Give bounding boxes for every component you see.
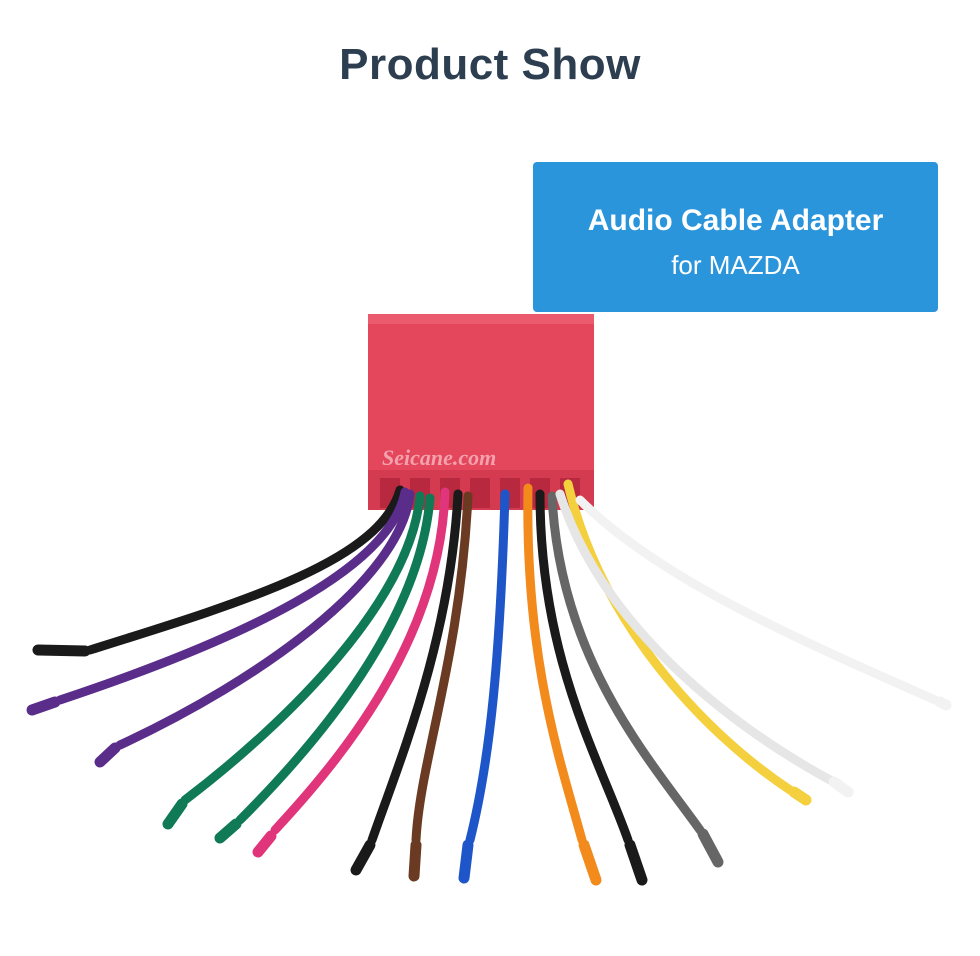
wire-white-1 — [555, 489, 835, 785]
wire-black-2 — [367, 489, 463, 845]
product-info-box: Audio Cable Adapter for MAZDA — [533, 162, 938, 312]
wire-black-3 — [535, 489, 633, 845]
wire-green-1 — [180, 491, 425, 805]
product-name: Audio Cable Adapter — [587, 204, 884, 237]
wire-ends — [26, 644, 952, 886]
wire-pink — [270, 487, 450, 835]
wire-purple-1 — [55, 487, 410, 705]
page-title: Product Show — [339, 40, 641, 89]
wire-gray — [547, 491, 705, 835]
wires — [55, 479, 940, 845]
wire-green-2 — [235, 493, 435, 825]
wire-brown — [411, 491, 473, 845]
product-compatibility: for MAZDA — [671, 250, 800, 280]
connector-housing — [368, 314, 594, 510]
wire-blue — [465, 489, 510, 845]
wire-white-2 — [575, 495, 940, 705]
wire-purple-2 — [115, 489, 415, 750]
watermark: Seicane.com — [382, 445, 496, 470]
wire-orange — [523, 483, 587, 845]
wire-black-1 — [85, 485, 405, 655]
wire-yellow — [563, 479, 795, 795]
